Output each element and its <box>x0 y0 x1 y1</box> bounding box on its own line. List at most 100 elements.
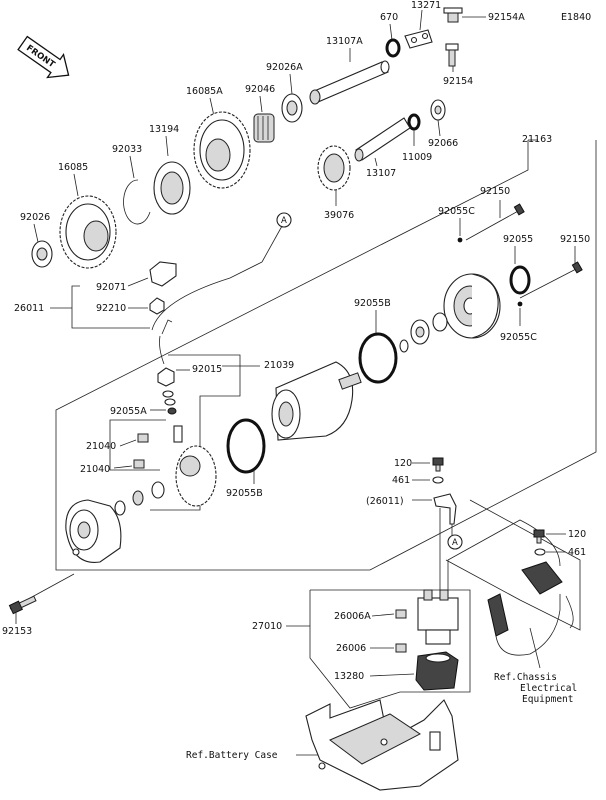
label-13280: 13280 <box>334 671 364 682</box>
fuse-26006A-icon <box>395 609 407 619</box>
oring-92055A-icon <box>167 407 177 415</box>
nut-92210-icon <box>149 297 165 315</box>
washer-front-3-icon <box>114 500 126 516</box>
label-92154: 92154 <box>443 76 473 87</box>
bolt-92150-a-icon <box>465 209 521 241</box>
label-670: 670 <box>380 12 398 23</box>
label-13107: 13107 <box>366 168 396 179</box>
ref-chassis-line1: Ref.Chassis <box>494 672 557 683</box>
gear-16085A-icon <box>193 111 251 189</box>
oring-670-icon <box>385 38 401 58</box>
label-92026: 92026 <box>20 212 50 223</box>
label-92046: 92046 <box>245 84 275 95</box>
callout-a-bot: A <box>452 538 458 548</box>
relay-26006A-icon <box>417 589 459 645</box>
bearing-small-icon <box>432 312 448 332</box>
clutch-13194-icon <box>153 161 191 215</box>
label-21040-b: 21040 <box>80 464 110 475</box>
label-92055C-top: 92055C <box>438 206 475 217</box>
label-92055: 92055 <box>503 234 533 245</box>
motor-yoke-icon <box>271 361 362 441</box>
front-arrow-icon: FRONT <box>17 35 70 79</box>
front-cover-icon <box>65 499 122 563</box>
oring-92055B-top-icon <box>358 332 398 384</box>
label-21040-a: 21040 <box>86 441 116 452</box>
label-92150-b: 92150 <box>560 234 590 245</box>
label-16085: 16085 <box>58 162 88 173</box>
washer-motor-icon <box>399 339 409 353</box>
bearing-92066-icon <box>430 99 446 121</box>
bolt-92153-icon <box>8 595 37 615</box>
label-92026A: 92026A <box>266 62 303 73</box>
label-13194: 13194 <box>149 124 179 135</box>
ref-chassis-line2: Electrical <box>520 683 577 694</box>
boot-92071-icon <box>149 261 177 287</box>
label-26011: 26011 <box>14 303 44 314</box>
bolt-120-a-icon <box>432 457 444 472</box>
washer-461-a-icon <box>432 476 444 484</box>
bolt-92150-b-icon <box>519 267 579 299</box>
brush-21040-a-icon <box>137 433 149 443</box>
needle-bearing-92046-icon <box>253 113 275 143</box>
ref-battery-case: Ref.Battery Case <box>186 750 278 761</box>
callout-a-bot-icon <box>447 534 463 550</box>
shaft-13107A-icon <box>309 60 390 105</box>
bearing-92026A-icon <box>281 93 303 123</box>
washer-461-b-icon <box>534 548 546 556</box>
brush-plate-icon <box>173 425 217 507</box>
bolt-92154A-icon <box>443 7 463 23</box>
label-92055B-top: 92055B <box>354 298 391 309</box>
label-13107A: 13107A <box>326 36 363 47</box>
gear-39076-icon <box>317 145 351 191</box>
label-16085A: 16085A <box>186 86 223 97</box>
label-27010: 27010 <box>252 621 282 632</box>
label-92033: 92033 <box>112 144 142 155</box>
bolt-120-b-icon <box>533 529 545 544</box>
label-92154A: 92154A <box>488 12 525 23</box>
brush-holder-outline <box>109 419 166 471</box>
brush-group-outline <box>150 354 241 511</box>
end-cover-icon <box>443 273 501 339</box>
label-39076: 39076 <box>324 210 354 221</box>
relay-group-outline <box>309 589 471 709</box>
washer-stack-1-icon <box>162 390 174 398</box>
harness-connector-icon <box>487 561 574 656</box>
washer-front-2-icon <box>132 490 144 506</box>
callout-a-top: A <box>281 216 287 226</box>
label-21163: 21163 <box>522 134 552 145</box>
plate-13271-icon <box>404 29 433 49</box>
ref-chassis-line3: Equipment <box>522 694 573 705</box>
starter-cable-icon <box>151 225 283 365</box>
label-120-b: 120 <box>568 529 586 540</box>
relay-cover-13280-icon <box>415 651 459 691</box>
washer-front-1-icon <box>151 481 165 499</box>
callout-a-top-icon <box>276 212 292 228</box>
label-26011-paren: (26011) <box>366 496 404 507</box>
label-92153: 92153 <box>2 626 32 637</box>
label-92210: 92210 <box>96 303 126 314</box>
cable-terminal-26011-icon <box>433 493 457 525</box>
motor-group-outline <box>55 140 597 571</box>
label-21039: 21039 <box>264 360 294 371</box>
label-92015: 92015 <box>192 364 222 375</box>
washer-stack-2-icon <box>164 398 176 406</box>
label-92150-a: 92150 <box>480 186 510 197</box>
shaft-13107-icon <box>354 117 411 162</box>
oring-92055B-bot-icon <box>226 418 266 474</box>
bearing-92026-icon <box>31 240 53 268</box>
bolt-92154-icon <box>445 43 459 67</box>
diagram-code: E1840 <box>561 12 591 23</box>
label-11009: 11009 <box>402 152 432 163</box>
gear-16085-icon <box>59 195 117 269</box>
label-92071: 92071 <box>96 282 126 293</box>
battery-case-icon <box>305 699 459 791</box>
washer-92055C-bot-icon <box>517 301 523 307</box>
brush-21040-b-icon <box>133 459 145 469</box>
label-120-a: 120 <box>394 458 412 469</box>
label-26006: 26006 <box>336 643 366 654</box>
label-461-b: 461 <box>568 547 586 558</box>
chassis-outline <box>445 499 581 631</box>
oring-11009-icon <box>407 113 421 131</box>
